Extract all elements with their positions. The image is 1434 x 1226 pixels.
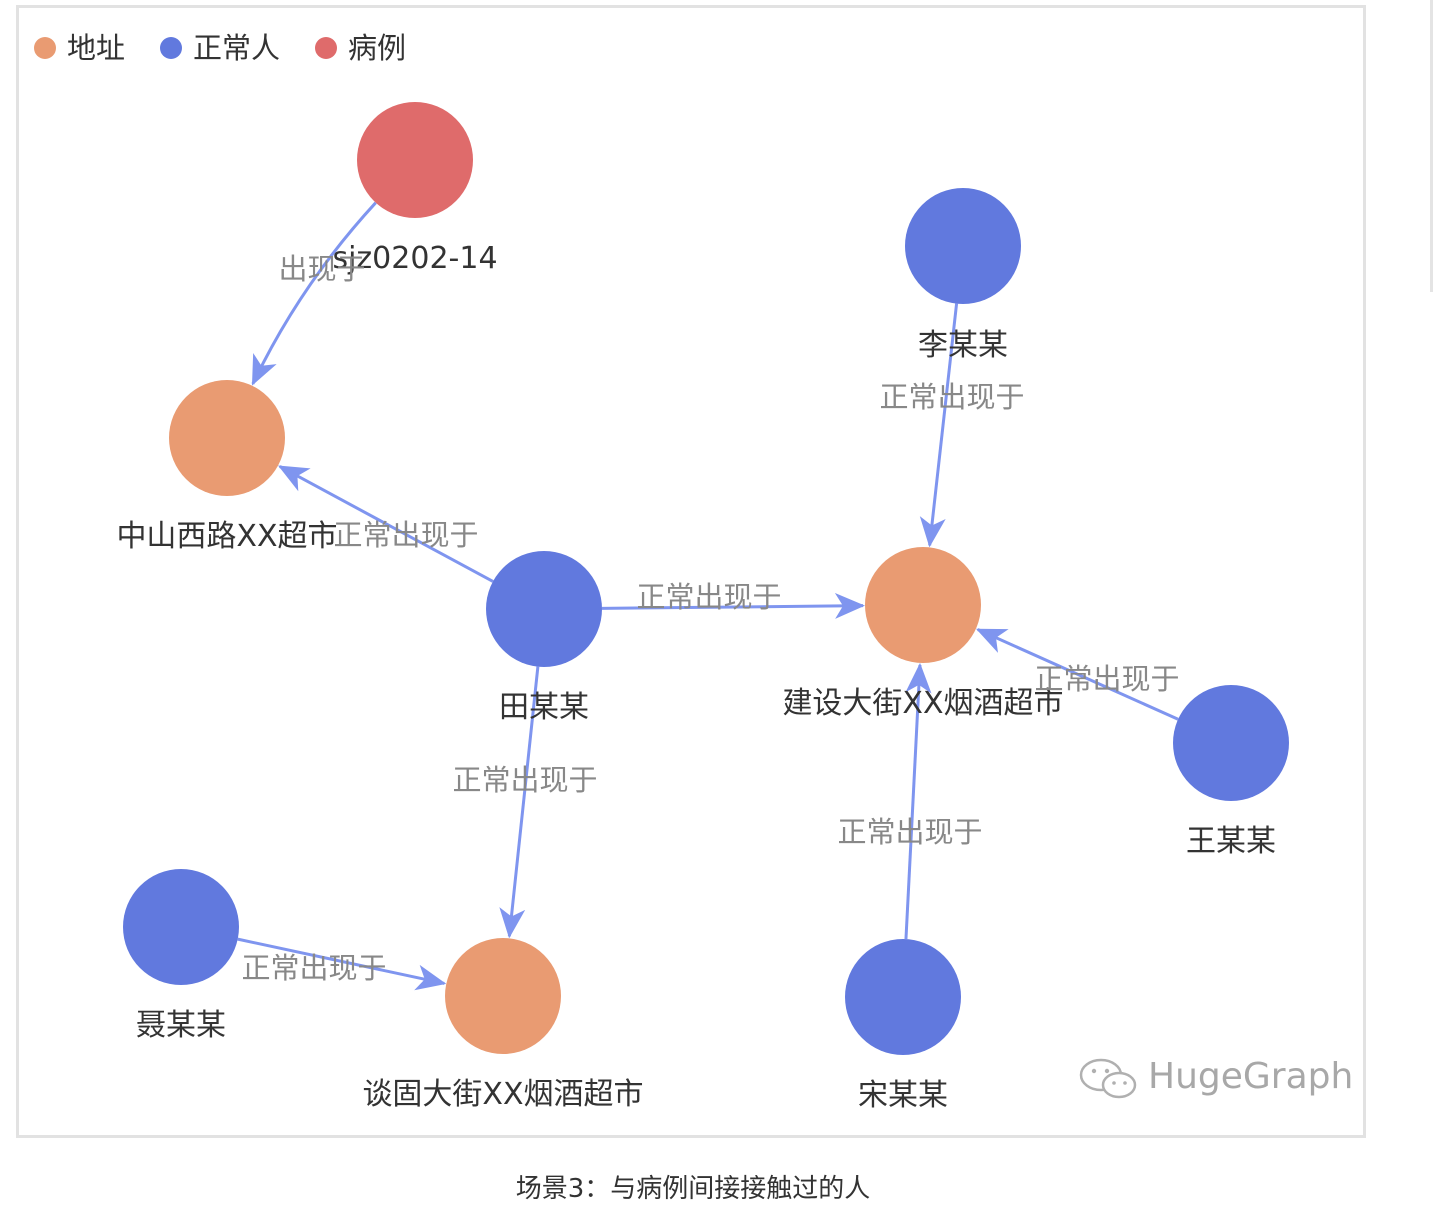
- edge-label-tian-addr_tg: 正常出现于: [452, 763, 597, 797]
- node-label-li: 李某某: [918, 328, 1008, 363]
- legend-label-address: 地址: [67, 31, 125, 65]
- edges: [237, 201, 1179, 991]
- edge-label-wang-addr_js: 正常出现于: [1034, 662, 1179, 696]
- legend-dot-case: [315, 37, 337, 59]
- legend-item-normal[interactable]: 正常人: [160, 31, 280, 65]
- nodes: [123, 102, 1289, 1055]
- node-case1[interactable]: [357, 102, 473, 218]
- node-label-song: 宋某某: [858, 1078, 948, 1113]
- node-label-addr_tg: 谈固大街XX烟酒超市: [362, 1077, 643, 1112]
- node-label-case1: sjz0202-14: [332, 241, 497, 276]
- node-wang[interactable]: [1173, 685, 1289, 801]
- node-song[interactable]: [845, 939, 961, 1055]
- legend-item-address[interactable]: 地址: [34, 31, 125, 65]
- legend-dot-address: [34, 37, 56, 59]
- edge-tian-addr_zs[interactable]: [278, 465, 494, 583]
- node-tian[interactable]: [486, 551, 602, 667]
- legend-item-case[interactable]: 病例: [315, 31, 406, 65]
- wechat-icon: [1079, 1058, 1137, 1099]
- edge-label-case1-addr_zs: 出现于: [278, 252, 365, 286]
- node-addr_js[interactable]: [865, 547, 981, 663]
- edge-label-li-addr_js: 正常出现于: [879, 380, 1024, 414]
- edge-case1-addr_zs[interactable]: [251, 201, 377, 386]
- watermark-text: HugeGraph: [1148, 1056, 1354, 1097]
- edge-tian-addr_tg[interactable]: [499, 666, 540, 939]
- node-addr_zs[interactable]: [169, 380, 285, 496]
- edge-nie-addr_tg[interactable]: [237, 937, 447, 991]
- figure-caption: 场景3：与病例间接接触过的人: [515, 1174, 871, 1204]
- legend-dot-normal: [160, 37, 182, 59]
- node-label-tian: 田某某: [499, 690, 589, 725]
- edge-li-addr_js[interactable]: [919, 303, 959, 548]
- edge-label-nie-addr_tg: 正常出现于: [241, 951, 386, 985]
- scrollbar-edge: [1430, 0, 1433, 292]
- node-label-nie: 聂某某: [136, 1008, 226, 1043]
- legend-label-normal: 正常人: [193, 31, 280, 65]
- node-nie[interactable]: [123, 869, 239, 985]
- legend-label-case: 病例: [348, 31, 406, 65]
- legend: 地址 正常人 病例: [34, 31, 406, 65]
- edge-label-tian-addr_zs: 正常出现于: [333, 518, 478, 552]
- edge-tian-addr_js[interactable]: [601, 592, 866, 619]
- graph-panel: [16, 5, 1366, 1138]
- node-addr_tg[interactable]: [445, 938, 561, 1054]
- node-li[interactable]: [905, 188, 1021, 304]
- edge-label-tian-addr_js: 正常出现于: [636, 580, 781, 614]
- node-label-addr_zs: 中山西路XX超市: [116, 519, 337, 554]
- edge-label-song-addr_js: 正常出现于: [837, 815, 982, 849]
- node-label-addr_js: 建设大街XX烟酒超市: [782, 686, 1063, 721]
- edge-song-addr_js[interactable]: [904, 662, 932, 940]
- edge-wang-addr_js[interactable]: [975, 628, 1179, 721]
- node-label-wang: 王某某: [1186, 824, 1276, 859]
